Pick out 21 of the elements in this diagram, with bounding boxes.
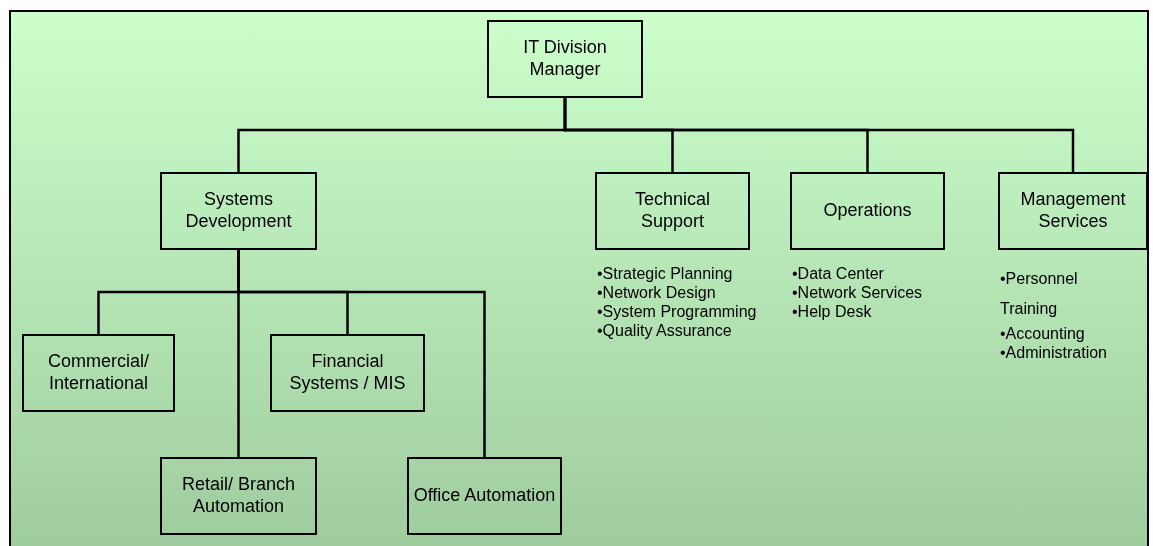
duty-list-item: •Help Desk <box>792 302 873 321</box>
org-unit-box: Systems Development <box>160 172 317 250</box>
connector-line <box>563 98 1075 172</box>
connector-line <box>237 250 486 457</box>
org-unit-box: Office Automation <box>407 457 562 535</box>
org-unit-box: Commercial/ International <box>22 334 175 412</box>
duty-list-item: •Quality Assurance <box>597 321 733 340</box>
org-unit-box: IT Division Manager <box>487 20 643 98</box>
duty-list-item: •Network Services <box>792 283 924 302</box>
org-unit-box: Financial Systems / MIS <box>270 334 425 412</box>
duty-list-item: •Administration <box>1000 343 1108 362</box>
duty-list-item: •Data Center <box>792 264 885 283</box>
org-unit-box: Operations <box>790 172 945 250</box>
duty-list-item: •System Programming <box>597 302 758 321</box>
org-unit-box: Technical Support <box>595 172 750 250</box>
duty-list-item: •Strategic Planning <box>597 264 734 283</box>
org-unit-box: Retail/ Branch Automation <box>160 457 317 535</box>
duty-list-item: •Network Design <box>597 283 717 302</box>
duty-list-item: •Accounting <box>1000 324 1086 343</box>
duty-list-item: •Personnel Training <box>1000 269 1079 319</box>
org-unit-box: Management Services <box>998 172 1148 250</box>
